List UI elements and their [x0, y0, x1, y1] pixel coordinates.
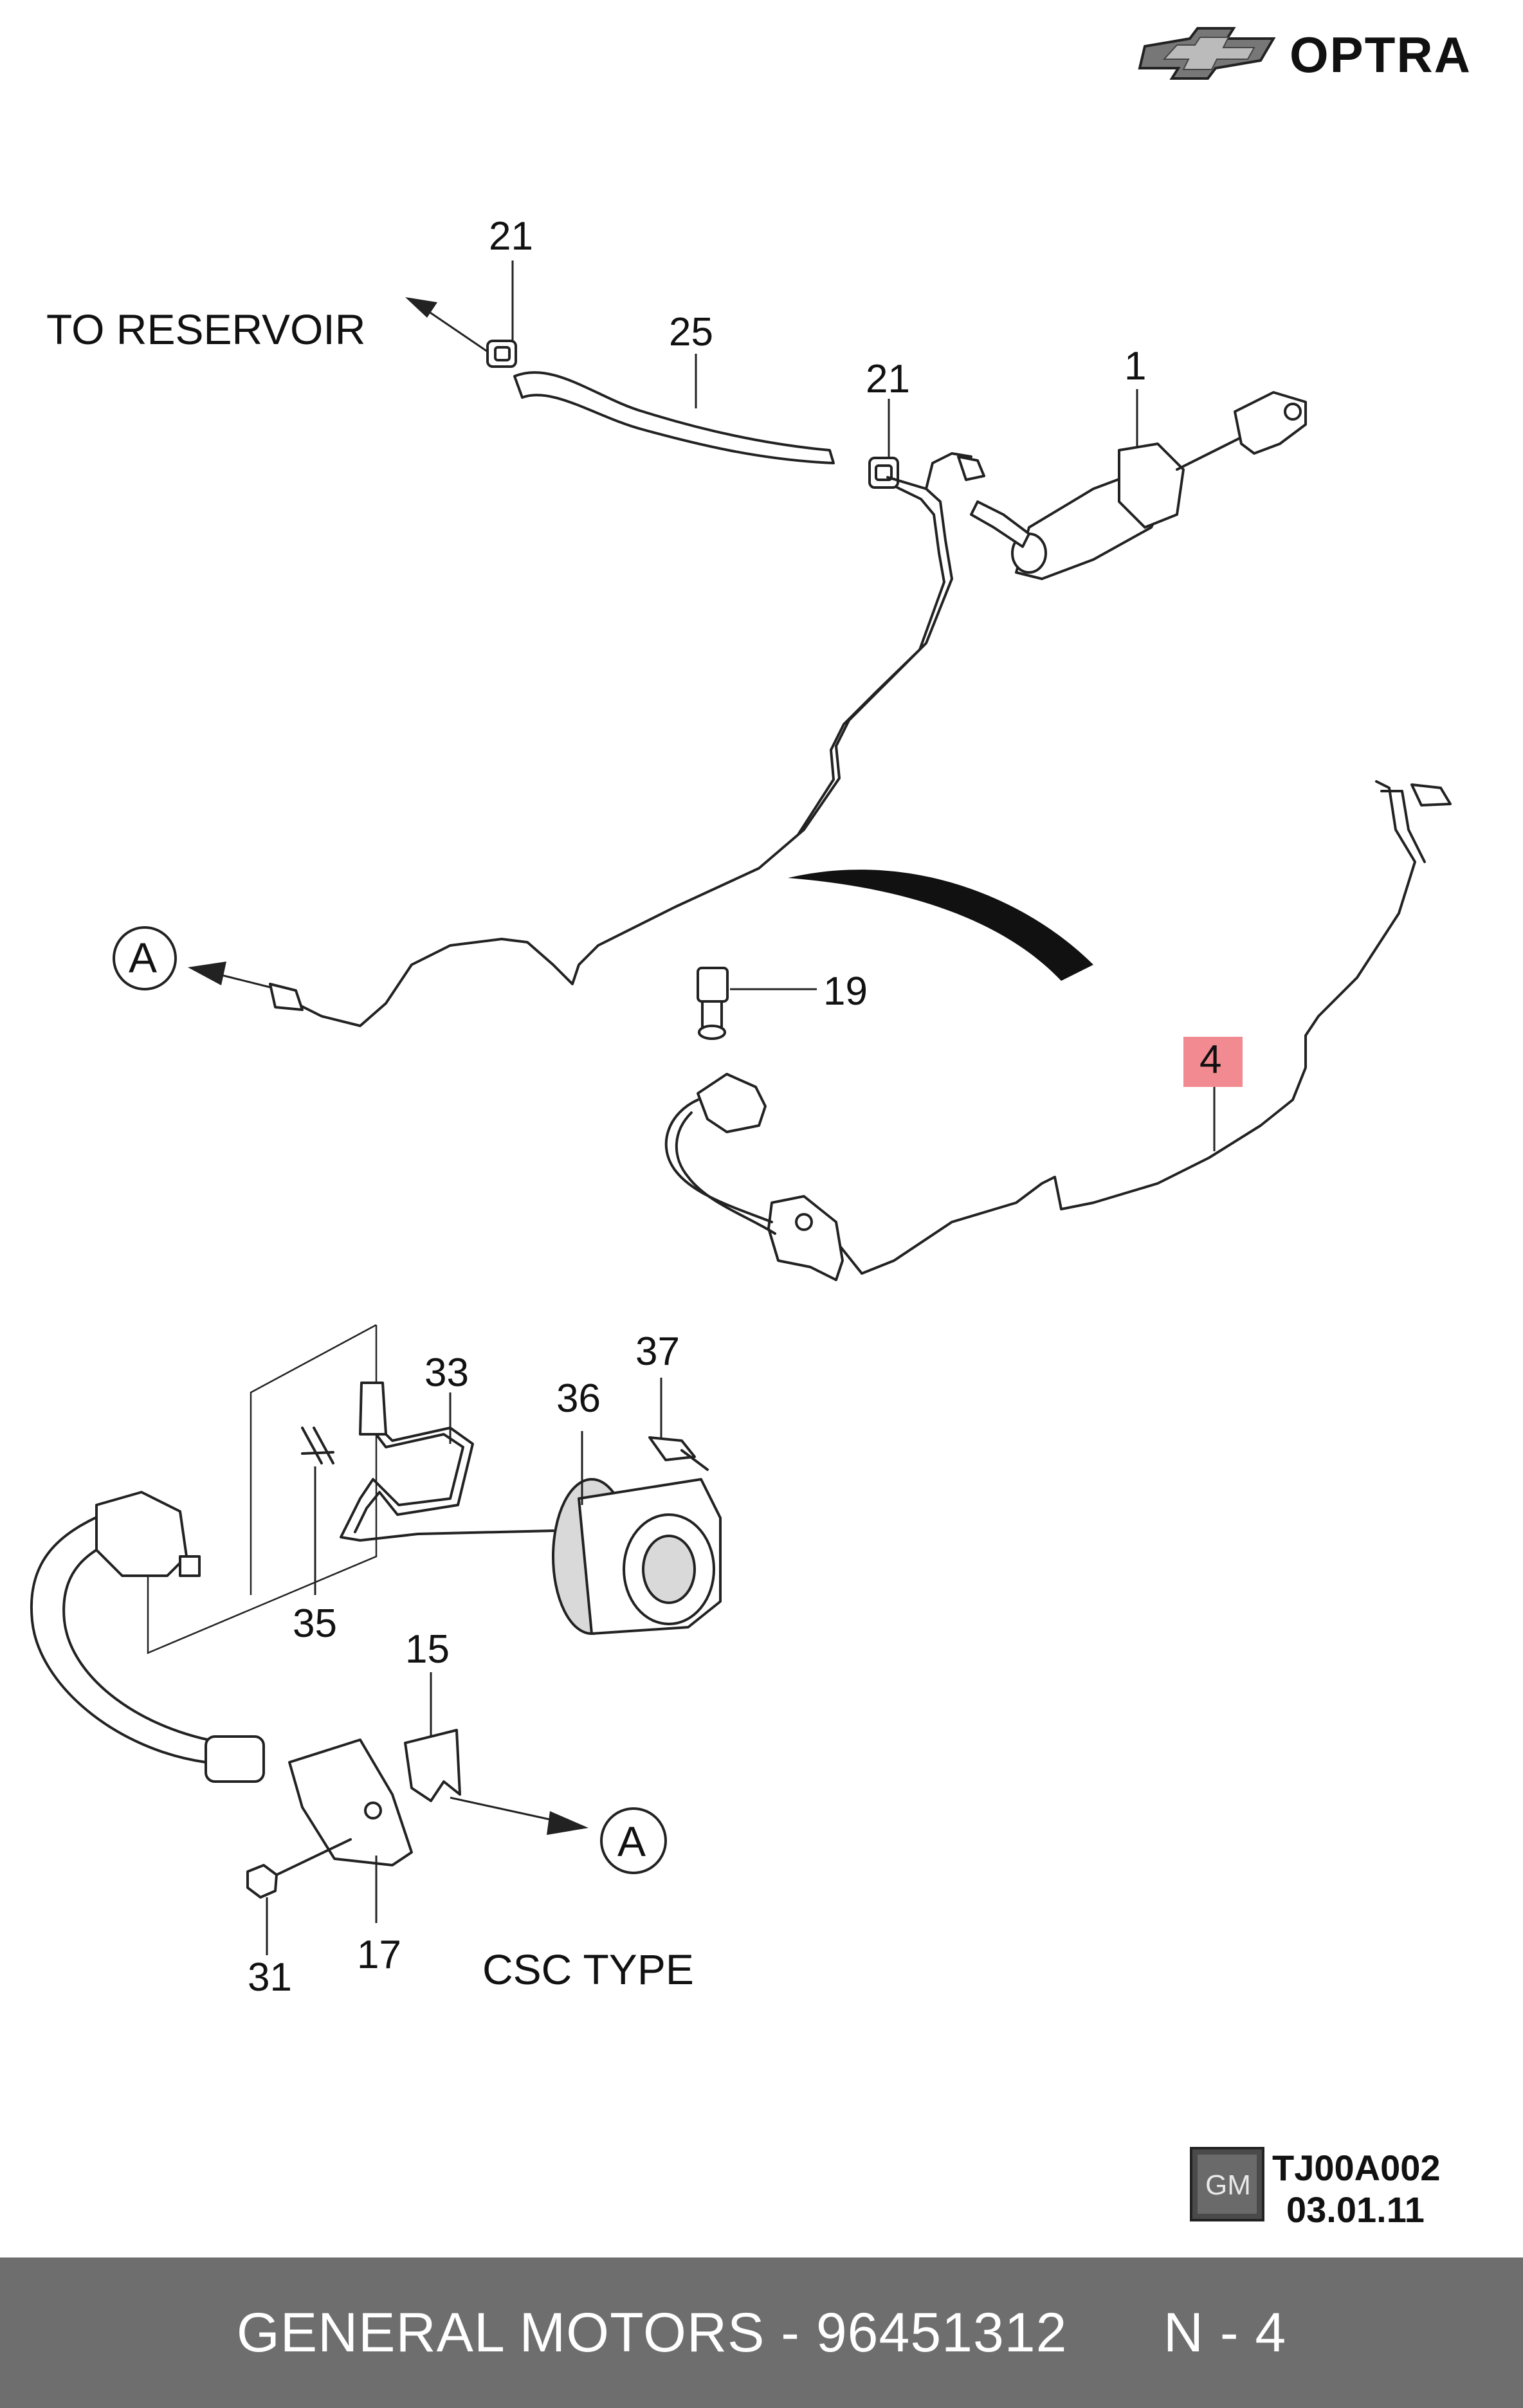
callout-25: 25: [669, 310, 713, 354]
callout-19: 19: [823, 969, 868, 1014]
to-reservoir-label: TO RESERVOIR: [46, 306, 365, 353]
arrow-to-connector-a-bottom-icon: [547, 1811, 588, 1835]
hose-25: [513, 371, 835, 464]
parts-diagram: OPTRA TO RESERVOIR 21 25 21 1: [30, 26, 1472, 2230]
pipe-4: 4: [664, 780, 1452, 1281]
arrow-to-reservoir-icon: [405, 297, 437, 318]
connector-a-top-label: A: [129, 934, 157, 981]
clamp-21-mid: [868, 457, 899, 489]
reference-date: 03.01.11: [1286, 2189, 1425, 2230]
footer-text: GENERAL MOTORS - 96451312 N - 4: [236, 2301, 1287, 2364]
footer-bar: GENERAL MOTORS - 96451312 N - 4: [0, 2258, 1523, 2408]
brand-logo: OPTRA: [1138, 26, 1472, 83]
csc-type-label: CSC TYPE: [482, 1946, 694, 1993]
bolt-19: 19: [697, 967, 868, 1040]
master-cylinder-1: [970, 391, 1307, 580]
reference-block: GM TJ00A002 03.01.11: [1190, 2147, 1441, 2230]
clamp-21-top: [486, 340, 517, 368]
connector-a-bottom-label: A: [617, 1818, 646, 1865]
chevrolet-bowtie-icon: [1138, 27, 1276, 80]
callout-17: 17: [357, 1933, 401, 1977]
callout-33: 33: [424, 1351, 469, 1395]
callout-15: 15: [405, 1627, 450, 1672]
reference-code: TJ00A002: [1272, 2148, 1441, 2188]
reservoir-hose-assembly: TO RESERVOIR 21 25 21 1: [46, 214, 1146, 489]
callout-4: 4: [1199, 1037, 1221, 1082]
highlight-box-4: [1183, 1037, 1243, 1087]
view-rotation-arrow-icon: [788, 870, 1093, 981]
callout-1: 1: [1124, 344, 1146, 388]
callout-36: 36: [556, 1376, 601, 1421]
gm-badge-text: GM: [1205, 2169, 1251, 2201]
connector-a-bottom: A: [600, 1807, 667, 1874]
callout-35: 35: [293, 1601, 337, 1646]
brand-name: OPTRA: [1290, 26, 1472, 83]
csc-assembly: 33 35 36 37 15 17 31 A: [30, 1324, 722, 2000]
callout-21-top: 21: [489, 214, 533, 259]
callout-21-mid: 21: [866, 357, 910, 401]
callout-31: 31: [248, 1955, 292, 2000]
callout-37: 37: [635, 1329, 680, 1374]
connector-a-top: A: [113, 926, 271, 990]
arrow-to-connector-a-top-icon: [188, 962, 226, 985]
